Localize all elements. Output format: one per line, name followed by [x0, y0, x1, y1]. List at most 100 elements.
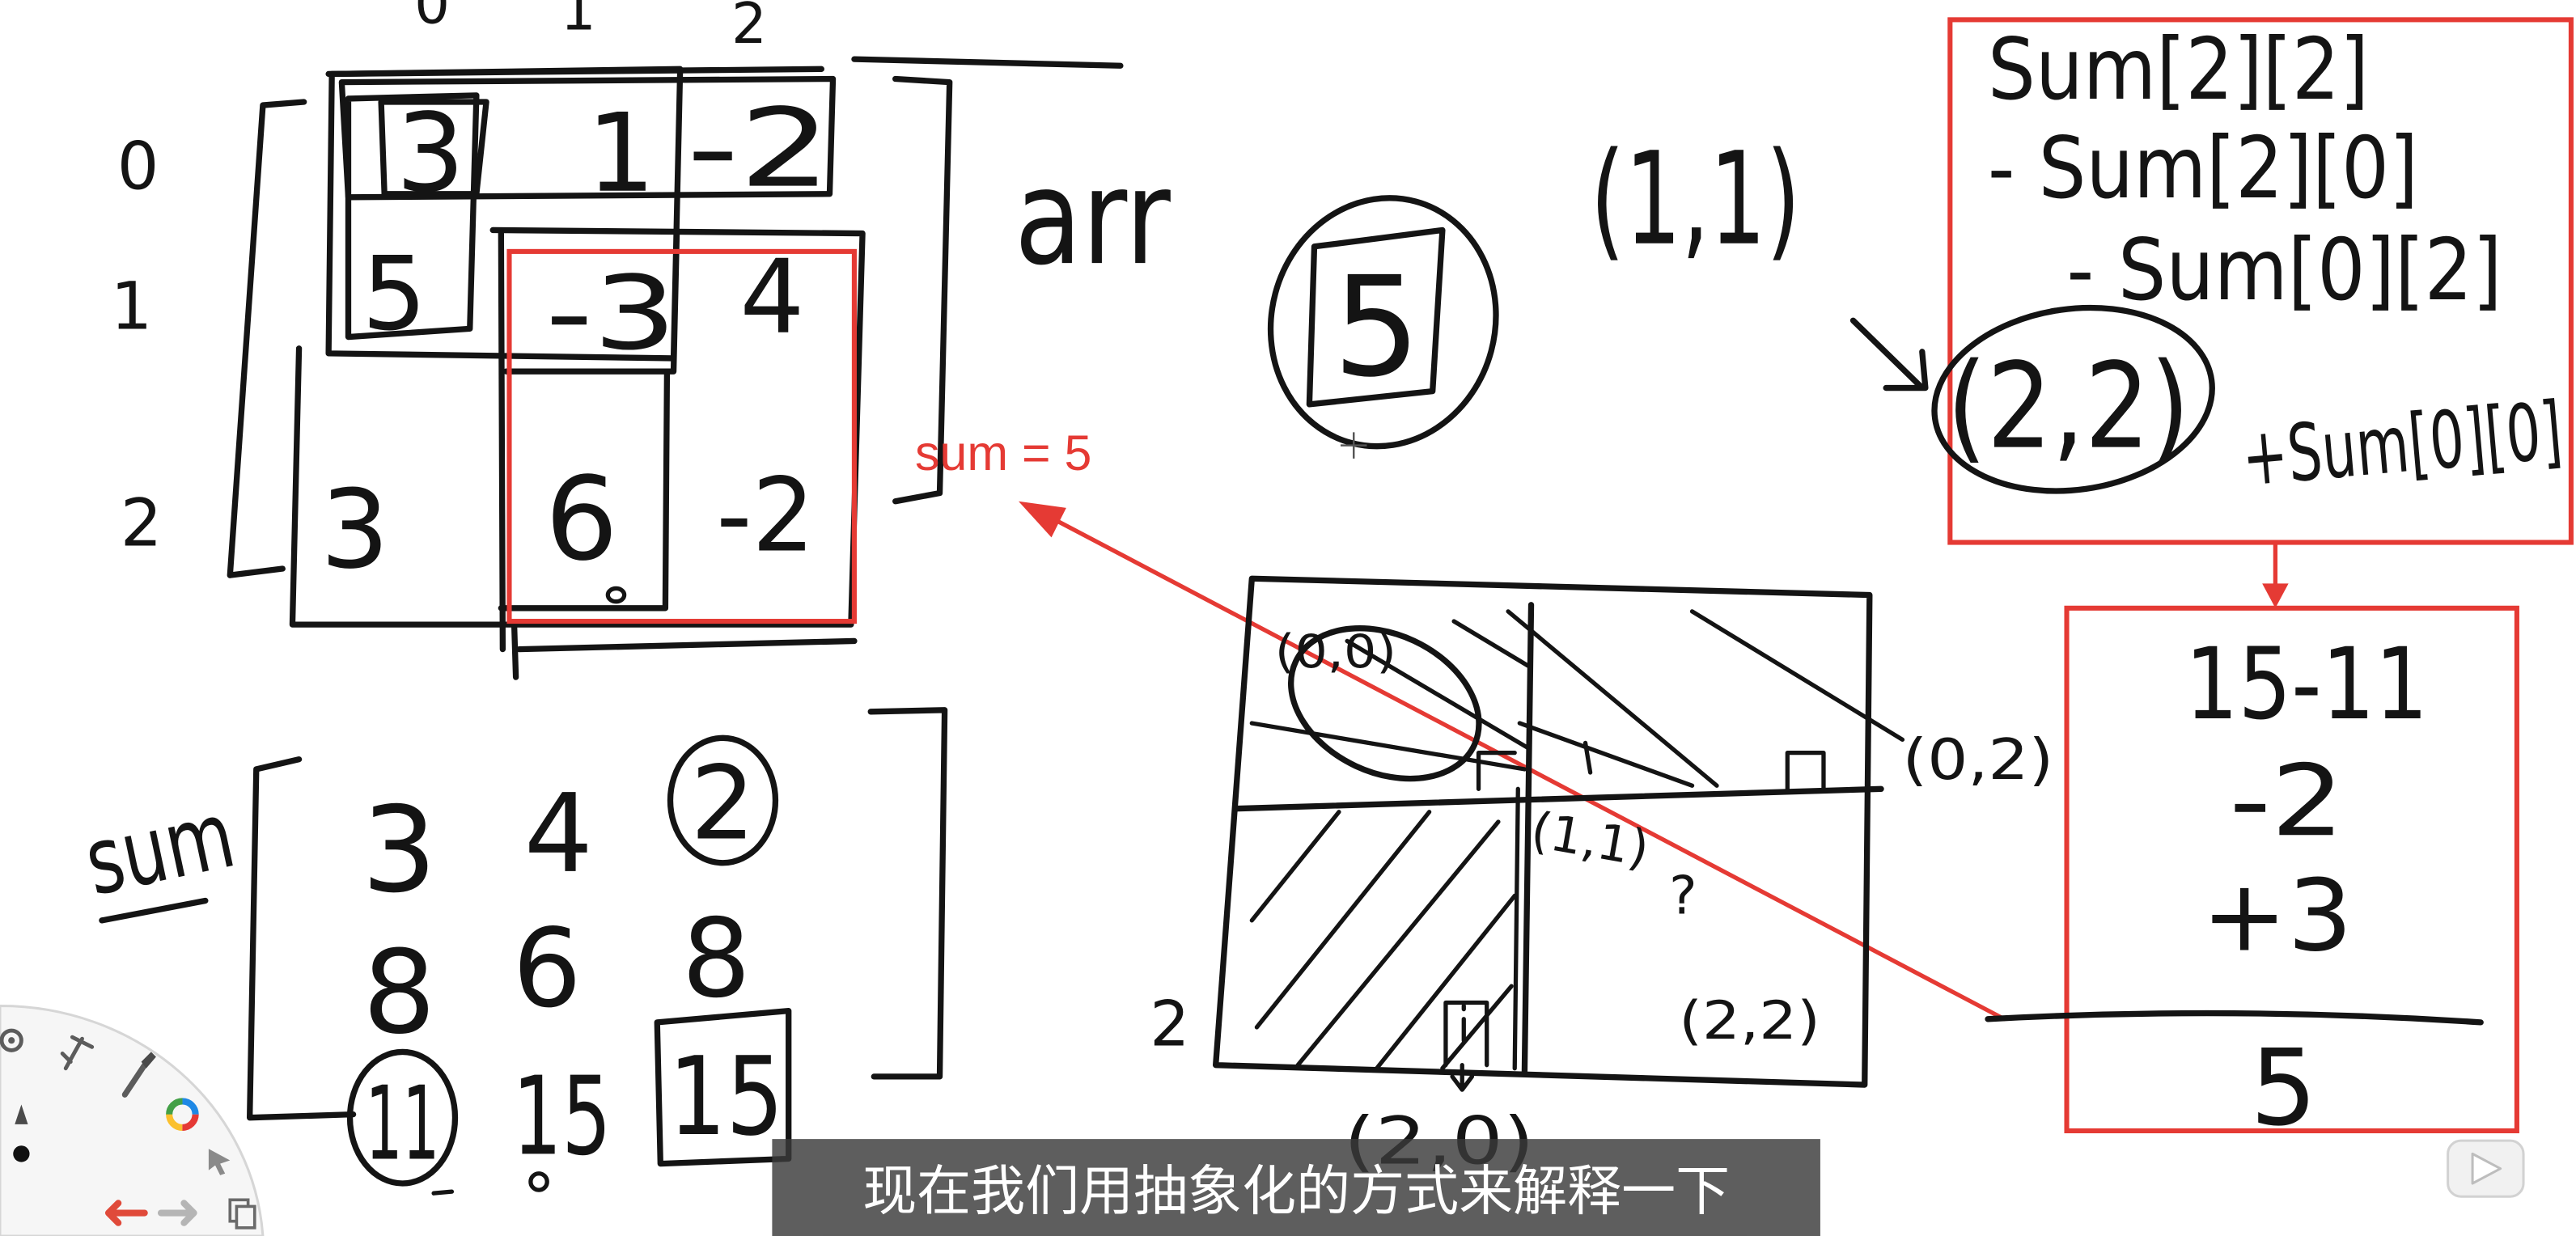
diagram-label: (2,2) — [1679, 991, 1820, 1052]
arr-cell: -3 — [545, 254, 676, 373]
gear-icon[interactable] — [0, 1028, 23, 1052]
formula-down-arrow — [2262, 540, 2289, 608]
arr-cell: -2 — [716, 456, 815, 575]
calculation-line: 15-11 — [2185, 627, 2429, 742]
circled-value: 5 — [1332, 248, 1421, 408]
cell-box — [502, 226, 680, 375]
arr-right-bracket — [892, 75, 953, 505]
arr-row-index: 2 — [121, 486, 163, 562]
target-circle — [1931, 304, 2215, 494]
pen-toolbar — [0, 1005, 265, 1236]
arr-cell: 6 — [545, 452, 618, 586]
arr-cell: 5 — [362, 234, 426, 353]
tools-icon[interactable] — [60, 1035, 95, 1071]
hatch-line — [1689, 609, 1905, 743]
value-box — [1306, 226, 1446, 408]
calculation-box: 15-11 -2 +3 5 — [1985, 605, 2519, 1149]
region-divider — [511, 621, 519, 680]
gear-icon-hub — [8, 1037, 15, 1044]
ink-mark — [605, 586, 627, 604]
sum-label-underline — [99, 897, 209, 924]
sum-left-bracket — [246, 756, 357, 1121]
pen-icon-tip — [15, 1104, 28, 1124]
color-wheel-segment — [166, 1098, 199, 1131]
sum-cell: 6 — [513, 905, 582, 1031]
arr-cell: 3 — [320, 467, 389, 593]
sum-right-bracket — [867, 707, 948, 1080]
sum-cell: 4 — [524, 771, 593, 897]
formula-line: Sum[2][2] — [1988, 19, 2369, 119]
redo-icon[interactable] — [157, 1200, 197, 1226]
example-cell: 5 — [1267, 195, 1499, 450]
arr-row-index: 0 — [117, 129, 159, 205]
diagram-horizontal-divider — [1232, 785, 1884, 812]
arr-row-index: 1 — [111, 269, 153, 345]
down-arrow-head — [2262, 583, 2289, 608]
corner-box — [1476, 750, 1517, 791]
arr-col-index: 0 — [414, 0, 450, 36]
sum-cell: 15 — [668, 1034, 783, 1160]
arr-cell: 1 — [587, 91, 655, 217]
highlight-box — [506, 248, 857, 624]
sum-cell-circle — [346, 1048, 459, 1187]
sum-cell: 3 — [362, 781, 437, 919]
annotation-arrow-line — [1042, 512, 2006, 1022]
sum-cell: 2 — [690, 743, 755, 862]
arr-col-index: 2 — [731, 0, 767, 57]
region-underline — [516, 637, 858, 653]
calculation-result: 5 — [2250, 1026, 2317, 1149]
color-wheel-icon[interactable] — [166, 1098, 199, 1131]
subtitle-bar: 现在我们用抽象化的方式来解释一下 — [772, 1139, 1820, 1236]
diagram-label: 2 — [1150, 988, 1189, 1060]
column-box — [345, 92, 480, 341]
diagram-frame — [1212, 575, 1873, 1088]
arr-left-bracket — [227, 99, 307, 578]
color-wheel-segment — [166, 1098, 199, 1131]
brush-icon-tip — [141, 1052, 156, 1069]
video-play-icon-triangle — [2471, 1152, 2502, 1185]
sum-cell: 8 — [362, 925, 435, 1060]
region-divider — [498, 230, 506, 653]
region-diagram: (0,0) (0,2) (1,1) ? (2,2) (2,0) 2 — [1150, 575, 2053, 1180]
subtitle-background — [772, 1139, 1820, 1236]
annotation-arrow-head — [1018, 501, 1066, 538]
sum-annotation: sum = 5 — [915, 425, 1091, 480]
undo-icon-arrow — [104, 1200, 148, 1226]
hatch-line — [1345, 638, 1531, 751]
sum-cell: 15 — [513, 1053, 612, 1179]
value-circle — [1267, 195, 1499, 450]
pointer-icon[interactable] — [208, 1149, 231, 1175]
ink-mark — [431, 1189, 455, 1196]
sum-cell-circle — [667, 734, 779, 866]
calculation-frame — [2064, 605, 2519, 1134]
video-play-icon[interactable] — [2447, 1139, 2525, 1198]
calculation-line: +3 — [2201, 858, 2353, 973]
crosshair-cursor-lines — [1340, 432, 1367, 459]
sum-cell: 11 — [366, 1064, 439, 1183]
pen-icon[interactable] — [15, 1104, 28, 1124]
annotation-arrow — [1018, 501, 2006, 1022]
hatch-line — [1295, 819, 1501, 1068]
subtitle-text: 现在我们用抽象化的方式来解释一下 — [862, 1159, 1730, 1222]
hatch-line — [1517, 721, 1695, 788]
hatch-line — [1249, 810, 1341, 923]
hatch-line — [1254, 810, 1432, 1030]
hatch-line — [1506, 609, 1719, 788]
undo-icon[interactable] — [104, 1200, 148, 1226]
arr-col-index: 1 — [561, 0, 596, 44]
gear-icon-ring — [0, 1028, 23, 1052]
hatch-line — [1440, 984, 1514, 1071]
diagram-label: (0,0) — [1275, 625, 1396, 679]
ink-dot — [13, 1145, 30, 1162]
pointer-arrow — [1849, 317, 1929, 392]
region-box — [289, 226, 866, 628]
arr-cell: 4 — [739, 237, 804, 356]
ink-dot-icon[interactable] — [13, 1145, 30, 1162]
color-wheel-segment — [166, 1098, 199, 1131]
diagram-label: (0,2) — [1902, 728, 2053, 793]
layers-icon[interactable] — [228, 1198, 256, 1230]
brush-icon[interactable] — [121, 1052, 156, 1098]
cell-box — [498, 368, 671, 612]
